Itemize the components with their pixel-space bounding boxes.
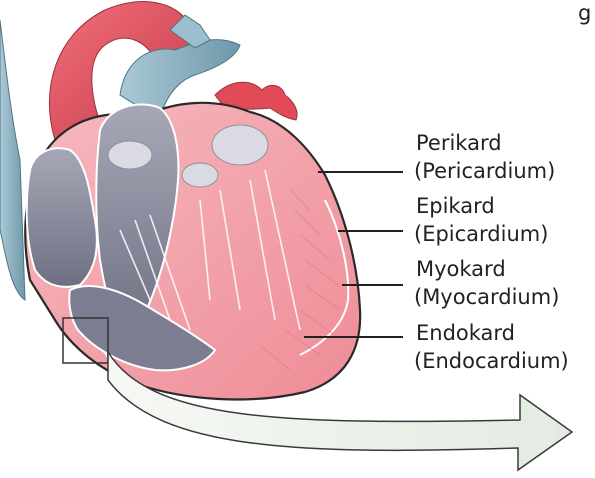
top-text-fragment: g (578, 1, 591, 25)
myocardium-label: Myokard (416, 257, 506, 281)
endocardium-latin-label: (Endocardium) (414, 349, 569, 373)
pericardium-label: Perikard (416, 131, 502, 155)
epicardium-label: Epikard (416, 194, 495, 218)
myocardium-latin-label: (Myocardium) (414, 285, 559, 309)
endocardium-label: Endokard (416, 321, 515, 345)
pericardium-latin-label: (Pericardium) (414, 159, 555, 183)
epicardium-latin-label: (Epicardium) (414, 222, 548, 246)
vena-cava (0, 20, 25, 300)
